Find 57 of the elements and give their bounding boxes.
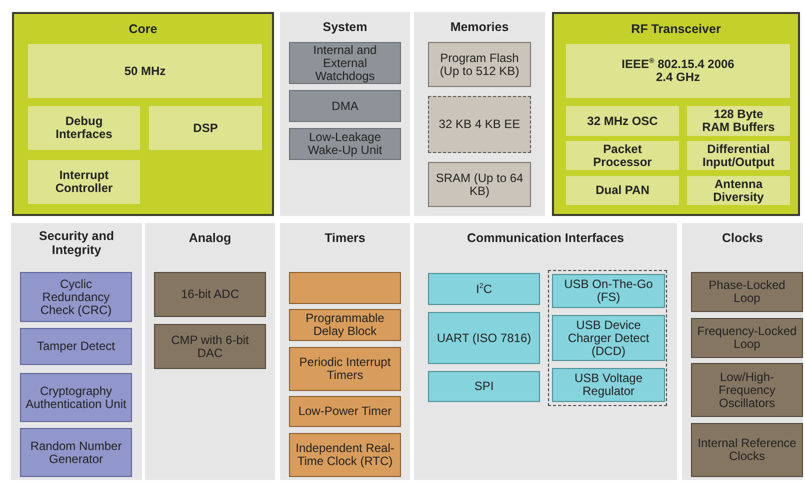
module-block: Debug Interfaces (28, 106, 140, 150)
module-block: Programmable Delay Block (289, 309, 401, 341)
module-block: 32 KB 4 KB EE (428, 96, 531, 153)
module-block: Cyclic Redundancy Check (CRC) (20, 272, 132, 322)
module-block: I$^{2}$C (428, 273, 540, 305)
module-block: Interrupt Controller (28, 160, 140, 204)
module-block: Internal Reference Clocks (691, 423, 803, 477)
section-title: System (322, 20, 368, 34)
module-block: Low-Leakage Wake-Up Unit (289, 128, 401, 160)
section-title: RF Transceiver (630, 22, 722, 36)
section-panel (280, 223, 410, 480)
module-block: 32 MHz OSC (566, 106, 679, 136)
module-block: CMP with 6-bit DAC (154, 324, 266, 369)
module-block: Antenna Diversity (687, 176, 790, 205)
section-title: Security and Integrity (38, 229, 116, 257)
section-title: Clocks (721, 231, 764, 245)
module-block: IEEE$^{®}$ 802.15.4 2006 2.4 GHz (566, 44, 790, 98)
module-block: Independent Real-Time Clock (RTC) (289, 433, 401, 477)
module-block: Frequency-Locked Loop (691, 318, 803, 358)
module-block: SPI (428, 371, 540, 402)
module-block: Periodic Interrupt Timers (289, 347, 401, 391)
module-block: Random Number Generator (20, 428, 132, 477)
section-panel (414, 223, 677, 480)
module-block: Differential Input/Output (687, 141, 790, 170)
module-block: DSP (149, 106, 262, 150)
module-block: Low-Power Timer (289, 396, 401, 427)
section-title: Memories (449, 20, 510, 34)
module-block: DMA (289, 90, 401, 122)
module-block (289, 272, 401, 304)
module-block: UART (ISO 7816) (428, 312, 540, 364)
dashed-group-outline (548, 270, 667, 406)
section-title: Communication Interfaces (466, 231, 625, 245)
module-block: USB On-The-Go (FS) (552, 274, 665, 308)
module-block: 16-bit ADC (154, 272, 266, 317)
section-panel (11, 223, 142, 480)
module-block: Internal and External Watchdogs (289, 42, 401, 84)
module-block: USB Device Charger Detect (DCD) (552, 315, 665, 361)
module-block: 50 MHz (28, 44, 262, 98)
module-block: SRAM (Up to 64 KB) (428, 162, 531, 207)
section-panel (145, 223, 275, 480)
module-block: USB Voltage Regulator (552, 368, 665, 402)
module-block: Cryptography Authentication Unit (20, 373, 132, 422)
module-block: Packet Processor (566, 141, 679, 170)
section-panel (280, 12, 410, 216)
module-block: Dual PAN (566, 176, 679, 205)
section-title: Core (128, 22, 158, 36)
module-block: 128 Byte RAM Buffers (687, 106, 790, 136)
module-block: Phase-Locked Loop (691, 272, 803, 312)
section-panel (12, 12, 274, 216)
module-block: Low/High-Frequency Oscillators (691, 363, 803, 417)
module-block: Program Flash (Up to 512 KB) (428, 42, 531, 87)
section-panel (414, 12, 545, 216)
section-panel (552, 12, 800, 216)
module-block: Tamper Detect (20, 328, 132, 365)
section-title: Analog (188, 231, 232, 245)
section-panel (682, 223, 803, 480)
section-title: Timers (324, 231, 366, 245)
